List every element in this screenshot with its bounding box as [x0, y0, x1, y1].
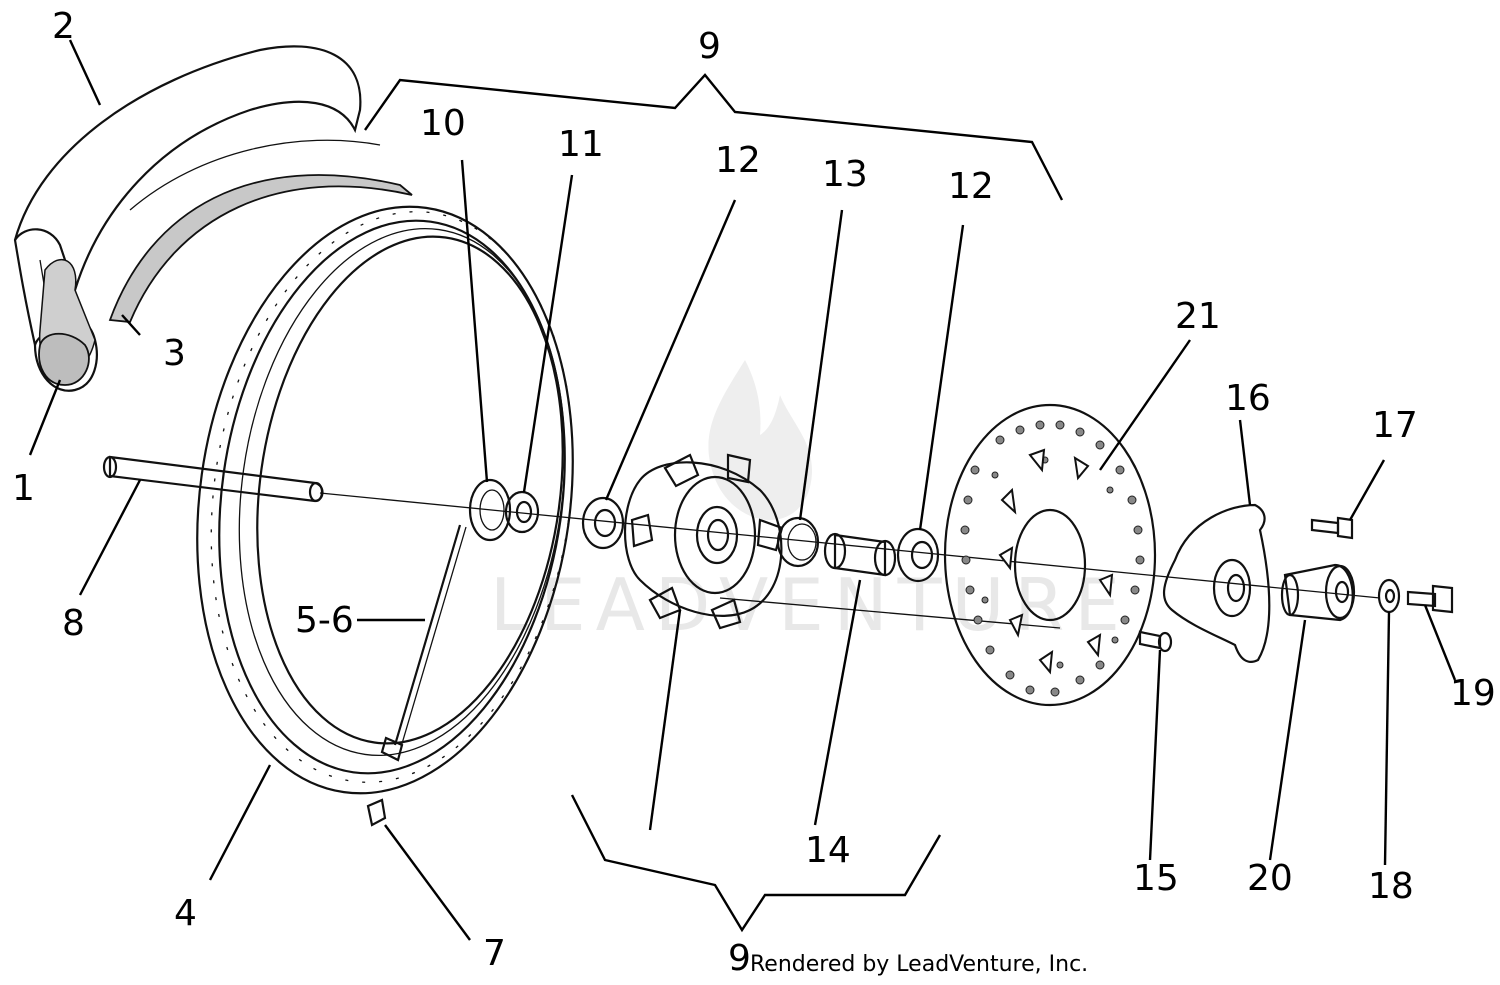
callout-9-bottom: 9 [728, 938, 751, 979]
callout-12-right: 12 [948, 166, 994, 207]
tube-strip-part [108, 139, 413, 323]
cover-bolt-part [1310, 516, 1354, 540]
callout-12-left: 12 [715, 140, 761, 181]
hub-part [624, 453, 784, 630]
callout-5-6: 5-6 [295, 600, 354, 641]
callout-1: 1 [12, 468, 35, 509]
callout-13: 13 [822, 154, 868, 195]
callout-10: 10 [420, 103, 466, 144]
callout-20: 20 [1247, 858, 1293, 899]
washer-part [1377, 578, 1401, 614]
callout-17: 17 [1372, 405, 1418, 446]
rim-part [196, 205, 574, 795]
render-credit: Rendered by LeadVenture, Inc. [750, 952, 1089, 977]
callout-21: 21 [1175, 296, 1221, 337]
callout-3: 3 [163, 333, 186, 374]
disc-cover-part [1163, 503, 1271, 663]
axle-bolt-part [1406, 584, 1454, 614]
callout-11: 11 [558, 124, 604, 165]
callout-4: 4 [174, 893, 197, 934]
callout-7: 7 [483, 933, 506, 974]
axle-part [102, 455, 324, 503]
callout-9-top: 9 [698, 26, 721, 67]
callout-14: 14 [805, 830, 851, 871]
bearing-part-right [896, 527, 940, 583]
bearing-part-left [581, 496, 625, 550]
collar-part [504, 490, 540, 534]
spacer-part [823, 532, 897, 577]
callout-8: 8 [62, 603, 85, 644]
leader-lines [28, 39, 1457, 941]
tire-part [13, 45, 362, 392]
watermark: LEADVENTURE [490, 360, 1130, 647]
callout-19: 19 [1450, 673, 1496, 714]
callout-2: 2 [52, 6, 75, 47]
dust-seal-part [776, 516, 820, 568]
brake-disc-part [943, 403, 1157, 707]
spoke-part [380, 524, 467, 762]
disc-bolt-part [1138, 630, 1173, 653]
callout-15: 15 [1133, 858, 1179, 899]
watermark-text: LEADVENTURE [490, 563, 1130, 647]
callout-labels: 1 2 3 4 5-6 7 8 9 9 10 11 12 13 12 14 15… [12, 6, 1496, 979]
callout-18: 18 [1368, 866, 1414, 907]
seal-part [468, 478, 512, 542]
watermark-flame-icon [708, 360, 812, 520]
axle-collar-part [1280, 563, 1356, 622]
valve-part [366, 798, 387, 827]
callout-16: 16 [1225, 378, 1271, 419]
